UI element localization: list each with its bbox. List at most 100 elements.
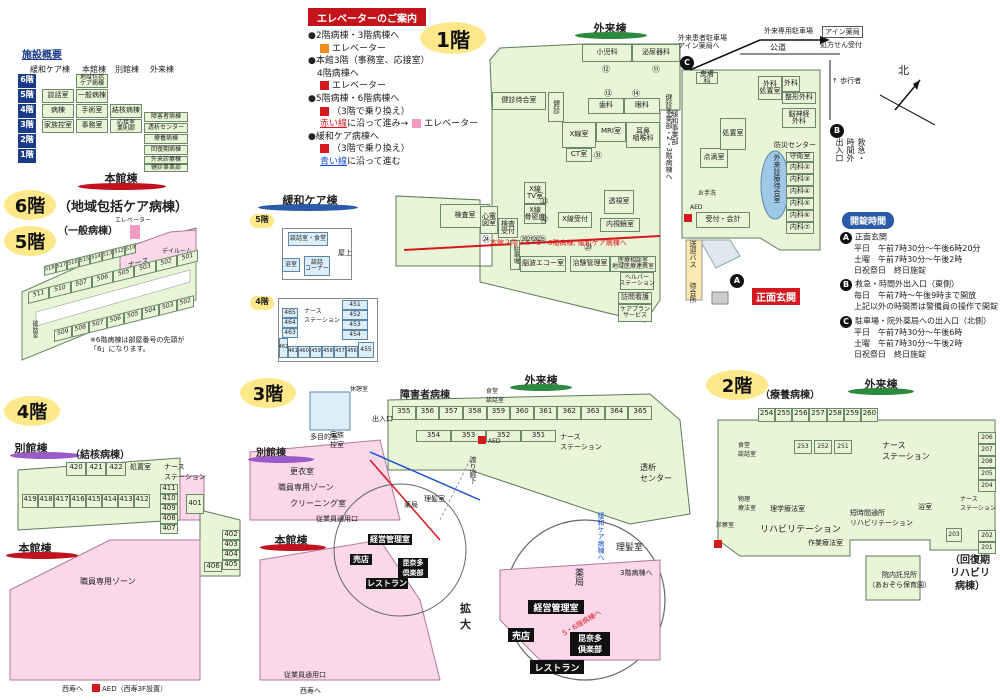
overview-f5-kanwa: 談話室 bbox=[42, 89, 74, 103]
f1-gairai-wait: 外来診療待合室 bbox=[773, 154, 781, 203]
kanwa-room-460: 460 bbox=[298, 346, 310, 358]
floor4-bekkan-sub: （結核病棟） bbox=[70, 450, 130, 461]
floor4-bekkan-label: 別館棟 bbox=[14, 442, 48, 455]
floor3-aed-icon bbox=[478, 436, 486, 444]
room-364: 364 bbox=[604, 406, 629, 420]
hours-b-line-1: 毎日 午前7時～午後9時まで開放 bbox=[854, 291, 977, 301]
floor3-dialysis: 透析 センター bbox=[640, 463, 672, 483]
hours-a-line-3: 日祝祭日 終日施錠 bbox=[854, 265, 926, 275]
overview-col-gairai: 外来棟 bbox=[150, 65, 174, 74]
floor3-rooms-top: 355 356 357 358 359 360 361 362 363 364 … bbox=[392, 406, 653, 420]
overview-col-bekkan: 別館棟 bbox=[115, 65, 139, 74]
f1-xray-tv: X線 TV室 bbox=[524, 182, 546, 204]
room-256: 256 bbox=[792, 408, 810, 422]
elev-item-3-extra: エレベーター bbox=[424, 119, 479, 130]
floor3-family: 家族 控室 bbox=[330, 431, 344, 449]
room-201: 201 bbox=[978, 542, 996, 554]
room-365: 365 bbox=[628, 406, 653, 420]
floor65-building-label: 本館棟 bbox=[104, 172, 138, 185]
floor3-staff-exit2: 従業員通用口 bbox=[284, 671, 326, 679]
floor2-daycare: 院内託児所 （あおぞら保育園） bbox=[868, 571, 931, 589]
room-421: 421 bbox=[86, 462, 106, 476]
floor-3-badge: 3階 bbox=[240, 378, 296, 408]
kanwa-room-457: 457 bbox=[334, 346, 346, 358]
kanwa-room-452: 452 bbox=[342, 310, 368, 320]
kanwa-5f-bath: 浴室 bbox=[282, 258, 300, 272]
f1-route-3f: 健診事業部・2・3階病棟へ bbox=[665, 94, 673, 180]
room-253: 253 bbox=[794, 440, 812, 454]
overview-floor-list: 6階 5階 4階 3階 2階 1階 bbox=[18, 74, 36, 163]
f1-parking-label: 外来患者駐車場 アイン薬局へ bbox=[678, 34, 727, 51]
floor2-physio: 物理 療法室 bbox=[738, 496, 757, 512]
elevator-guide-title: エレベーターのご案内 bbox=[308, 8, 426, 26]
overview-f6-honkan: 地域包括 ケア病棟 bbox=[76, 74, 108, 88]
room-411: 411 bbox=[160, 484, 178, 494]
f1-surgery-treat: 外科 処置室 bbox=[758, 76, 782, 100]
hours-c-line-2: 土曜 午前7時30分～午後2時 bbox=[854, 338, 963, 348]
floor3-zoom-pharmacy: 薬局 bbox=[573, 568, 583, 586]
room-362: 362 bbox=[557, 406, 582, 420]
floor4-bekkan-oval bbox=[10, 452, 80, 459]
hours-a-icon: A bbox=[840, 232, 852, 244]
floor-4-tag: 4階 bbox=[18, 104, 36, 118]
f1-endo-wait: 健診待合室 bbox=[492, 92, 546, 110]
room-255: 255 bbox=[775, 408, 793, 422]
room-422: 422 bbox=[106, 462, 126, 476]
elev-item-1-label: エレベーター bbox=[332, 43, 387, 54]
room-415: 415 bbox=[86, 494, 102, 508]
f1-entrance-a-icon: A bbox=[730, 268, 747, 288]
floor4-rooms-a: 419 418 417 416 415 414 413 412 bbox=[22, 494, 150, 508]
overview-f2-gairai2: 回復期病棟 bbox=[144, 145, 188, 155]
f1-prescription: 処方せん受付 bbox=[820, 41, 862, 49]
floor4-aed-icon bbox=[92, 684, 100, 692]
f1-code24: ㉔ bbox=[482, 235, 490, 244]
room-252: 252 bbox=[814, 440, 832, 454]
f1-ct: CT室 bbox=[566, 148, 592, 162]
f1-code11: ⑪ bbox=[652, 65, 660, 74]
floor-6-tag: 6階 bbox=[18, 74, 36, 88]
room-407: 407 bbox=[160, 524, 178, 534]
room-356: 356 bbox=[415, 406, 440, 420]
room-412: 412 bbox=[134, 494, 150, 508]
floor4-staff-zone: 職員専用ゾーン bbox=[80, 577, 136, 586]
floor4-honkan-label: 本館棟 bbox=[18, 542, 52, 555]
room-202: 202 bbox=[978, 530, 996, 542]
blue-line-text: に沿って進む bbox=[347, 156, 401, 167]
elevator-guide: ●2階病棟・3階病棟へ エレベーター ●本館3階（事務室、応接室） 4階病棟へ … bbox=[308, 30, 478, 169]
hours-b-title: 救急・時間外出入口（東側） bbox=[855, 279, 959, 289]
floor65-dayroom: デイルーム bbox=[162, 248, 192, 255]
floor4-honkan-oval bbox=[6, 552, 78, 559]
f1-code28: ㉘ bbox=[520, 235, 528, 244]
kanwa-room-455: 455 bbox=[358, 342, 374, 358]
f1-ain-pharmacy: アイン薬局 bbox=[822, 26, 863, 38]
kanwa-room-459: 459 bbox=[310, 346, 322, 358]
floor3-zoom-restaurant: レストラン bbox=[530, 660, 584, 674]
overview-f4-kanwa: 病棟 bbox=[42, 104, 74, 118]
floor65-lounge: 談話室 bbox=[31, 320, 38, 338]
overview-col-kanwa: 緩和ケア棟 bbox=[30, 65, 70, 74]
f1-medical-records: 医療相談室 地域医療連携室 bbox=[610, 256, 656, 272]
f1-code31: ㉛ bbox=[594, 151, 602, 160]
f1-office: 駐車場 bbox=[510, 240, 520, 270]
room-414: 414 bbox=[102, 494, 118, 508]
floor3-aed: AED bbox=[488, 438, 501, 445]
room-417: 417 bbox=[54, 494, 70, 508]
floor2-ot: 作業療法室 bbox=[808, 539, 843, 547]
room-207: 207 bbox=[978, 444, 996, 456]
red-elevator-icon-3 bbox=[320, 144, 329, 154]
floor-6-badge: 6階 bbox=[4, 190, 56, 220]
overview-f3-gairai1: 障害者病棟 bbox=[144, 112, 188, 122]
f1-pediatrics-label: 小児科 bbox=[596, 48, 618, 57]
floor-4-badge: 4階 bbox=[4, 396, 60, 426]
floor2-gairai-oval bbox=[848, 388, 914, 395]
f1-code32: ㉜ bbox=[540, 215, 548, 224]
room-251: 251 bbox=[834, 440, 852, 454]
floor2-rehab-day: 短時間通所 リハビリテーション bbox=[850, 509, 913, 527]
floor4-treatment: 処置室 bbox=[130, 463, 151, 471]
floor-2-badge: 2階 bbox=[706, 370, 768, 400]
floor65-elevator-icon bbox=[130, 225, 140, 239]
room-405: 405 bbox=[222, 560, 240, 570]
room-358: 358 bbox=[462, 406, 487, 420]
